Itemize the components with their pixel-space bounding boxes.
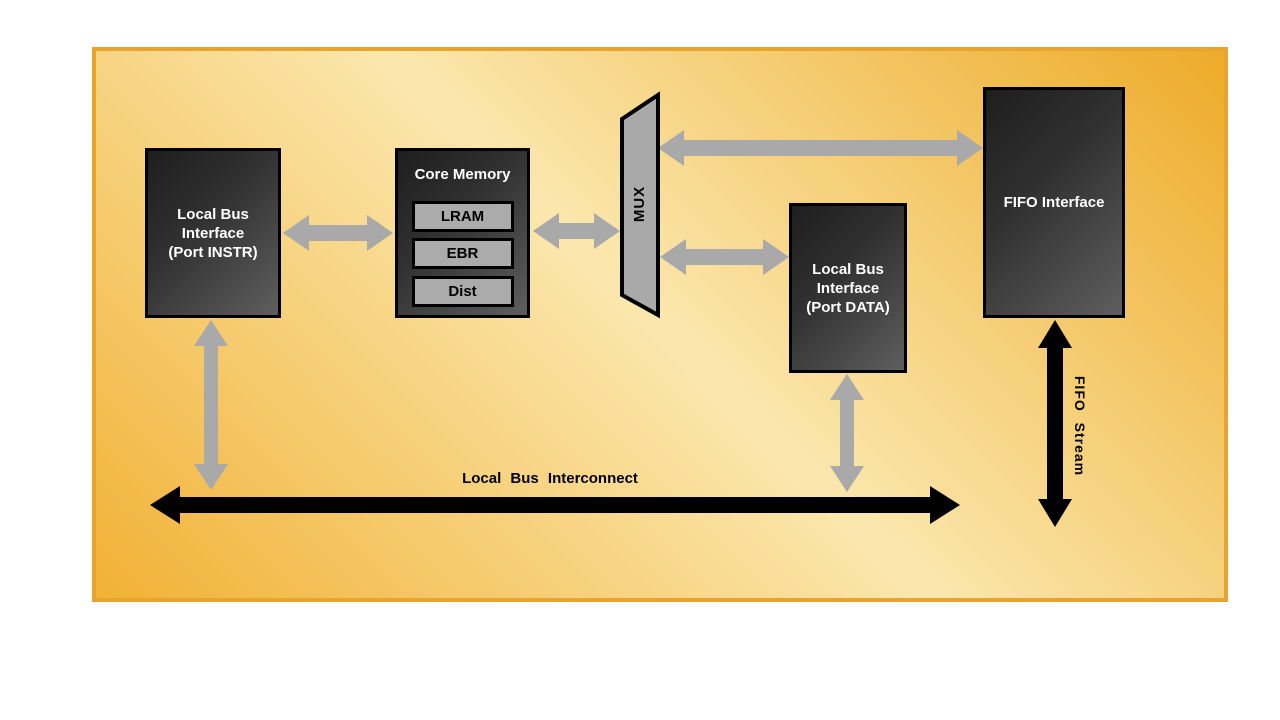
arrow-data-bus — [830, 374, 864, 492]
sub-block-lram: LRAM — [411, 201, 514, 232]
fifo-stream-label: FIFO Stream — [1072, 375, 1088, 477]
arrow-layer — [150, 91, 1072, 527]
arrow-mux-data — [660, 239, 789, 275]
diagram-plane: Local Bus Interface (Port INSTR) Core Me… — [92, 47, 1228, 602]
arrow-local-bus-interconnect — [150, 486, 960, 524]
mux-label: MUX — [631, 185, 648, 223]
block-label: Local Bus Interface (Port INSTR) — [168, 205, 258, 261]
arrow-fifo-stream — [1038, 320, 1072, 527]
diagram-panel: Local Bus Interface (Port INSTR) Core Me… — [92, 47, 1228, 602]
block-local-bus-interface-port-instr: Local Bus Interface (Port INSTR) — [145, 148, 281, 318]
arrow-instr-core — [283, 215, 393, 251]
arrow-core-mux — [533, 213, 620, 249]
block-label: FIFO Interface — [1003, 194, 1105, 211]
block-label: Local Bus Interface (Port DATA) — [806, 260, 890, 316]
block-fifo-interface: FIFO Interface — [983, 87, 1125, 318]
core-memory-title: Core Memory — [414, 166, 511, 183]
block-local-bus-interface-port-data: Local Bus Interface (Port DATA) — [789, 203, 907, 373]
local-bus-interconnect-label: Local Bus Interconnect — [462, 470, 638, 487]
block-core-memory: Core Memory LRAM EBR Dist — [395, 148, 530, 318]
mux-shape — [620, 91, 660, 319]
sub-block-ebr: EBR — [411, 238, 514, 269]
arrow-instr-bus — [194, 320, 228, 490]
arrow-mux-fifo — [658, 130, 983, 166]
sub-block-dist: Dist — [411, 276, 514, 307]
